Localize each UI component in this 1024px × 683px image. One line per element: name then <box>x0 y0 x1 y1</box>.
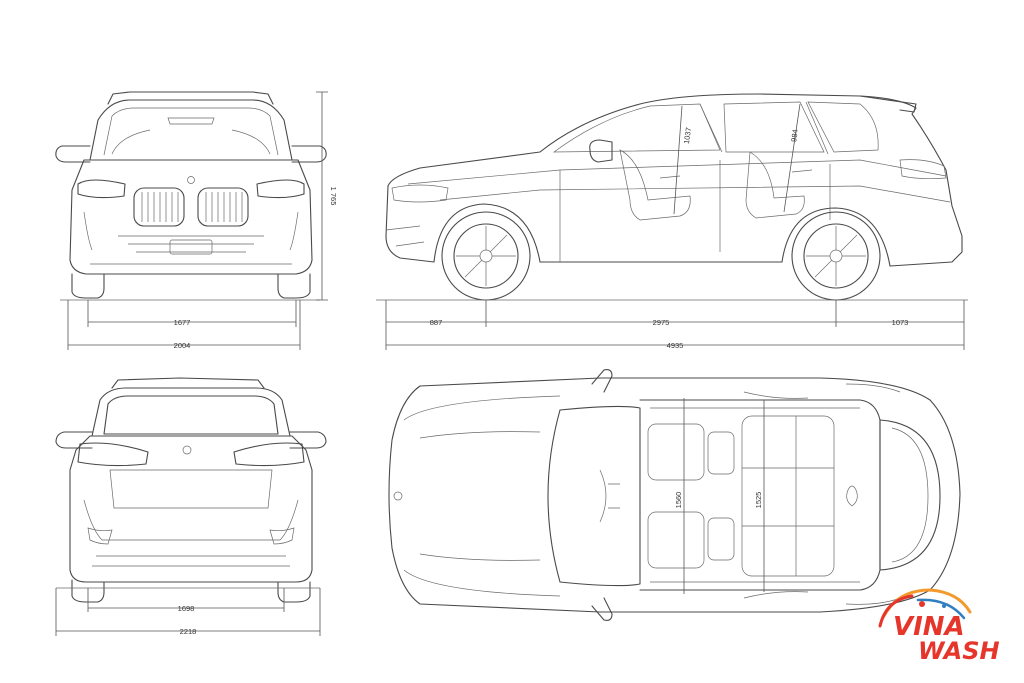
rear-headroom-label: 984 <box>789 129 800 143</box>
rear-dimensions: 1698 2218 <box>55 588 321 636</box>
logo-word-wash: WASH <box>918 637 1000 665</box>
height-label: 1 765 <box>329 187 338 206</box>
front-headroom-label: 1037 <box>682 127 693 145</box>
overall-width-label: 2004 <box>174 341 191 350</box>
rear-overhang-label: 1073 <box>892 318 909 327</box>
rear-track-label: 1698 <box>178 604 195 613</box>
overall-length-label: 4935 <box>667 341 684 350</box>
top-view: 1560 1525 <box>388 369 961 621</box>
front-view <box>55 91 327 301</box>
wheelbase-label: 2975 <box>653 318 670 327</box>
rear-view <box>55 377 327 603</box>
side-view: 1037 984 <box>376 93 968 301</box>
front-dimensions: 1 765 1677 2004 <box>67 91 338 350</box>
side-dimensions: 887 2975 1073 4935 <box>385 300 965 350</box>
front-shoulder-label: 1560 <box>674 492 683 509</box>
vinawash-logo: VINA WASH <box>878 588 1000 665</box>
front-overhang-label: 887 <box>430 318 443 327</box>
width-mirrors-label: 2218 <box>180 627 197 636</box>
rear-shoulder-label: 1525 <box>754 492 763 509</box>
logo-word-vina: VINA <box>893 612 965 642</box>
front-track-label: 1677 <box>174 318 191 327</box>
